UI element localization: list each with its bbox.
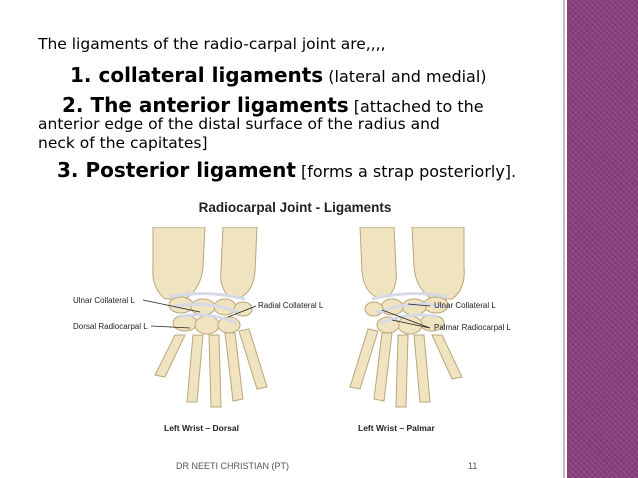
point-2-detail: [attached to the <box>348 97 484 116</box>
point-3: 3. Posterior ligament [forms a strap pos… <box>57 158 516 182</box>
palmar-wrist-illustration <box>349 227 465 408</box>
label-ulnar-collateral-dorsal: Ulnar Collateral L <box>73 296 135 305</box>
point-3-detail: [forms a strap posteriorly]. <box>295 162 517 181</box>
caption-dorsal: Left Wrist – Dorsal <box>164 423 239 433</box>
point-2-continuation-2: neck of the capitates] <box>38 134 208 152</box>
label-radial-collateral: Radial Collateral L <box>258 301 324 310</box>
point-1-heading: 1. collateral ligaments <box>70 63 324 87</box>
footer-author: DR NEETI CHRISTIAN (PT) <box>176 461 290 471</box>
point-2-heading: 2. The anterior ligaments <box>62 93 349 117</box>
caption-palmar: Left Wrist – Palmar <box>358 423 435 433</box>
label-ulnar-collateral-palmar: Ulnar Collateral L <box>434 301 496 310</box>
wrist-figure: Ulnar Collateral L Dorsal Radiocarpal L … <box>60 222 560 447</box>
label-dorsal-radiocarpal: Dorsal Radiocarpal L <box>73 322 148 331</box>
point-1: 1. collateral ligaments (lateral and med… <box>70 63 487 87</box>
dorsal-wrist-illustration <box>152 227 268 408</box>
point-2: 2. The anterior ligaments [attached to t… <box>62 93 484 117</box>
decorative-divider <box>563 0 565 478</box>
leader-lines <box>142 299 431 329</box>
figure-title: Radiocarpal Joint - Ligaments <box>198 200 392 215</box>
footer-page-number: 11 <box>468 461 478 471</box>
intro-text: The ligaments of the radio-carpal joint … <box>38 35 386 53</box>
label-palmar-radiocarpal: Palmar Radiocarpal L <box>434 323 511 332</box>
point-2-continuation-1: anterior edge of the distal surface of t… <box>38 115 440 133</box>
point-3-heading: 3. Posterior ligament <box>57 158 296 182</box>
decorative-side-band <box>567 0 638 478</box>
point-1-detail: (lateral and medial) <box>323 67 487 86</box>
